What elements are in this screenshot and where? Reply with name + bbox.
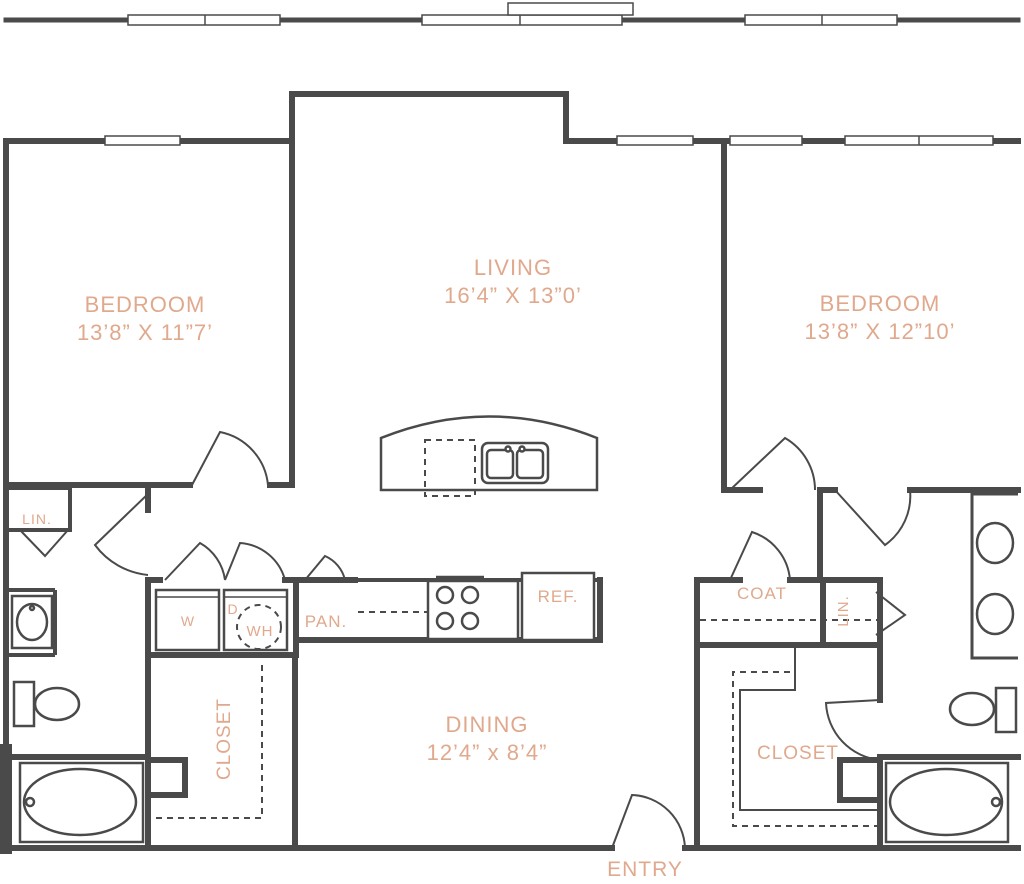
entry-label: ENTRY bbox=[607, 858, 683, 881]
living-size: 16’4” X 13”0’ bbox=[444, 283, 582, 308]
coat-label: COAT bbox=[737, 584, 787, 603]
closet-rails bbox=[150, 619, 880, 827]
interior-walls bbox=[3, 482, 1021, 851]
kitchen-island bbox=[379, 415, 599, 497]
linen-right-label: LIN. bbox=[835, 595, 852, 627]
bedroom-right-size: 13’8” X 12”10’ bbox=[805, 319, 956, 344]
balcony-rail bbox=[3, 2, 1021, 26]
closet-right-label: CLOSET bbox=[757, 743, 839, 764]
linen-left-label: LIN. bbox=[22, 511, 52, 527]
bedroom-left-name: BEDROOM bbox=[85, 292, 206, 317]
closet-left-label: CLOSET bbox=[214, 698, 235, 780]
right-bathroom bbox=[884, 521, 1018, 844]
bedroom-left-size: 13’8” X 11”7’ bbox=[77, 320, 213, 345]
left-bathroom bbox=[10, 594, 145, 844]
refrigerator-label: REF. bbox=[538, 587, 579, 606]
water-heater-label: WH bbox=[247, 623, 274, 640]
kitchen-appliances bbox=[358, 571, 600, 642]
dining-name: DINING bbox=[446, 712, 529, 737]
dryer-label: D bbox=[227, 601, 238, 617]
living-name: LIVING bbox=[474, 255, 552, 280]
windows bbox=[104, 135, 994, 146]
bedroom-right-name: BEDROOM bbox=[820, 291, 941, 316]
laundry bbox=[154, 588, 289, 652]
pantry-label: PAN. bbox=[305, 612, 347, 631]
dining-size: 12’4” x 8’4” bbox=[427, 740, 548, 765]
washer-label: W bbox=[181, 613, 195, 629]
door-swings bbox=[19, 430, 912, 849]
